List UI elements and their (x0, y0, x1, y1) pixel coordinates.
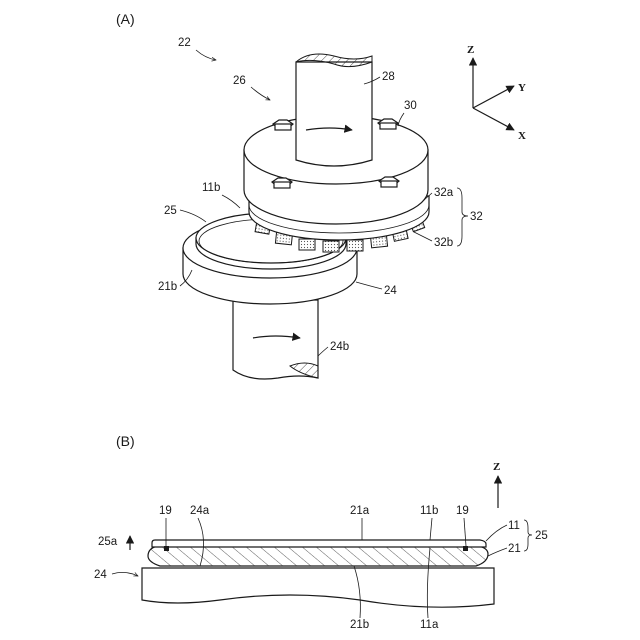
label-21b: 21b (158, 281, 177, 293)
label-11a: 11a (420, 619, 439, 631)
chuck-table-shaft (233, 300, 318, 379)
label-24-b: 24 (94, 569, 107, 581)
panel-b: (B) 19 24a 21a 11b 19 11 21 25 25a 24 21… (94, 433, 548, 631)
adhesive-left (164, 546, 169, 551)
label-11: 11 (508, 520, 520, 532)
label-24: 24 (384, 285, 397, 297)
label-21a: 21a (350, 505, 370, 517)
spindle (296, 54, 372, 166)
axis-z-label-b: Z (493, 461, 500, 473)
label-25a: 25a (98, 536, 118, 548)
label-19-left: 19 (159, 505, 172, 517)
protective-tape (152, 540, 486, 547)
bolt (272, 178, 292, 188)
label-24a: 24a (190, 505, 210, 517)
label-28: 28 (382, 71, 395, 83)
axis-z-b: Z (493, 461, 500, 508)
label-30: 30 (404, 100, 417, 112)
label-21: 21 (508, 543, 521, 555)
label-19-right: 19 (456, 505, 469, 517)
label-25-b: 25 (535, 530, 548, 542)
panel-a-label: (A) (116, 11, 135, 27)
label-24b: 24b (330, 341, 349, 353)
label-11b: 11b (202, 182, 220, 194)
panel-b-label: (B) (116, 433, 135, 449)
axis-y-label: Y (518, 82, 526, 94)
panel-a: (A) (116, 11, 526, 379)
bolt (273, 120, 293, 130)
bolt (378, 119, 398, 129)
axes-triad-a: Z Y X (467, 44, 526, 142)
label-25: 25 (164, 205, 177, 217)
chuck-table-section (142, 568, 494, 607)
bolt (379, 177, 399, 187)
label-32a: 32a (434, 187, 454, 199)
label-26: 26 (233, 75, 246, 87)
axis-z-label: Z (467, 44, 474, 56)
wafer-section (148, 546, 488, 566)
label-22: 22 (178, 37, 191, 49)
label-32: 32 (470, 211, 483, 223)
label-21b-b: 21b (350, 619, 369, 631)
axis-x-label: X (518, 130, 526, 142)
label-11b-b: 11b (420, 505, 438, 517)
adhesive-right (463, 546, 468, 551)
label-32b: 32b (434, 237, 453, 249)
